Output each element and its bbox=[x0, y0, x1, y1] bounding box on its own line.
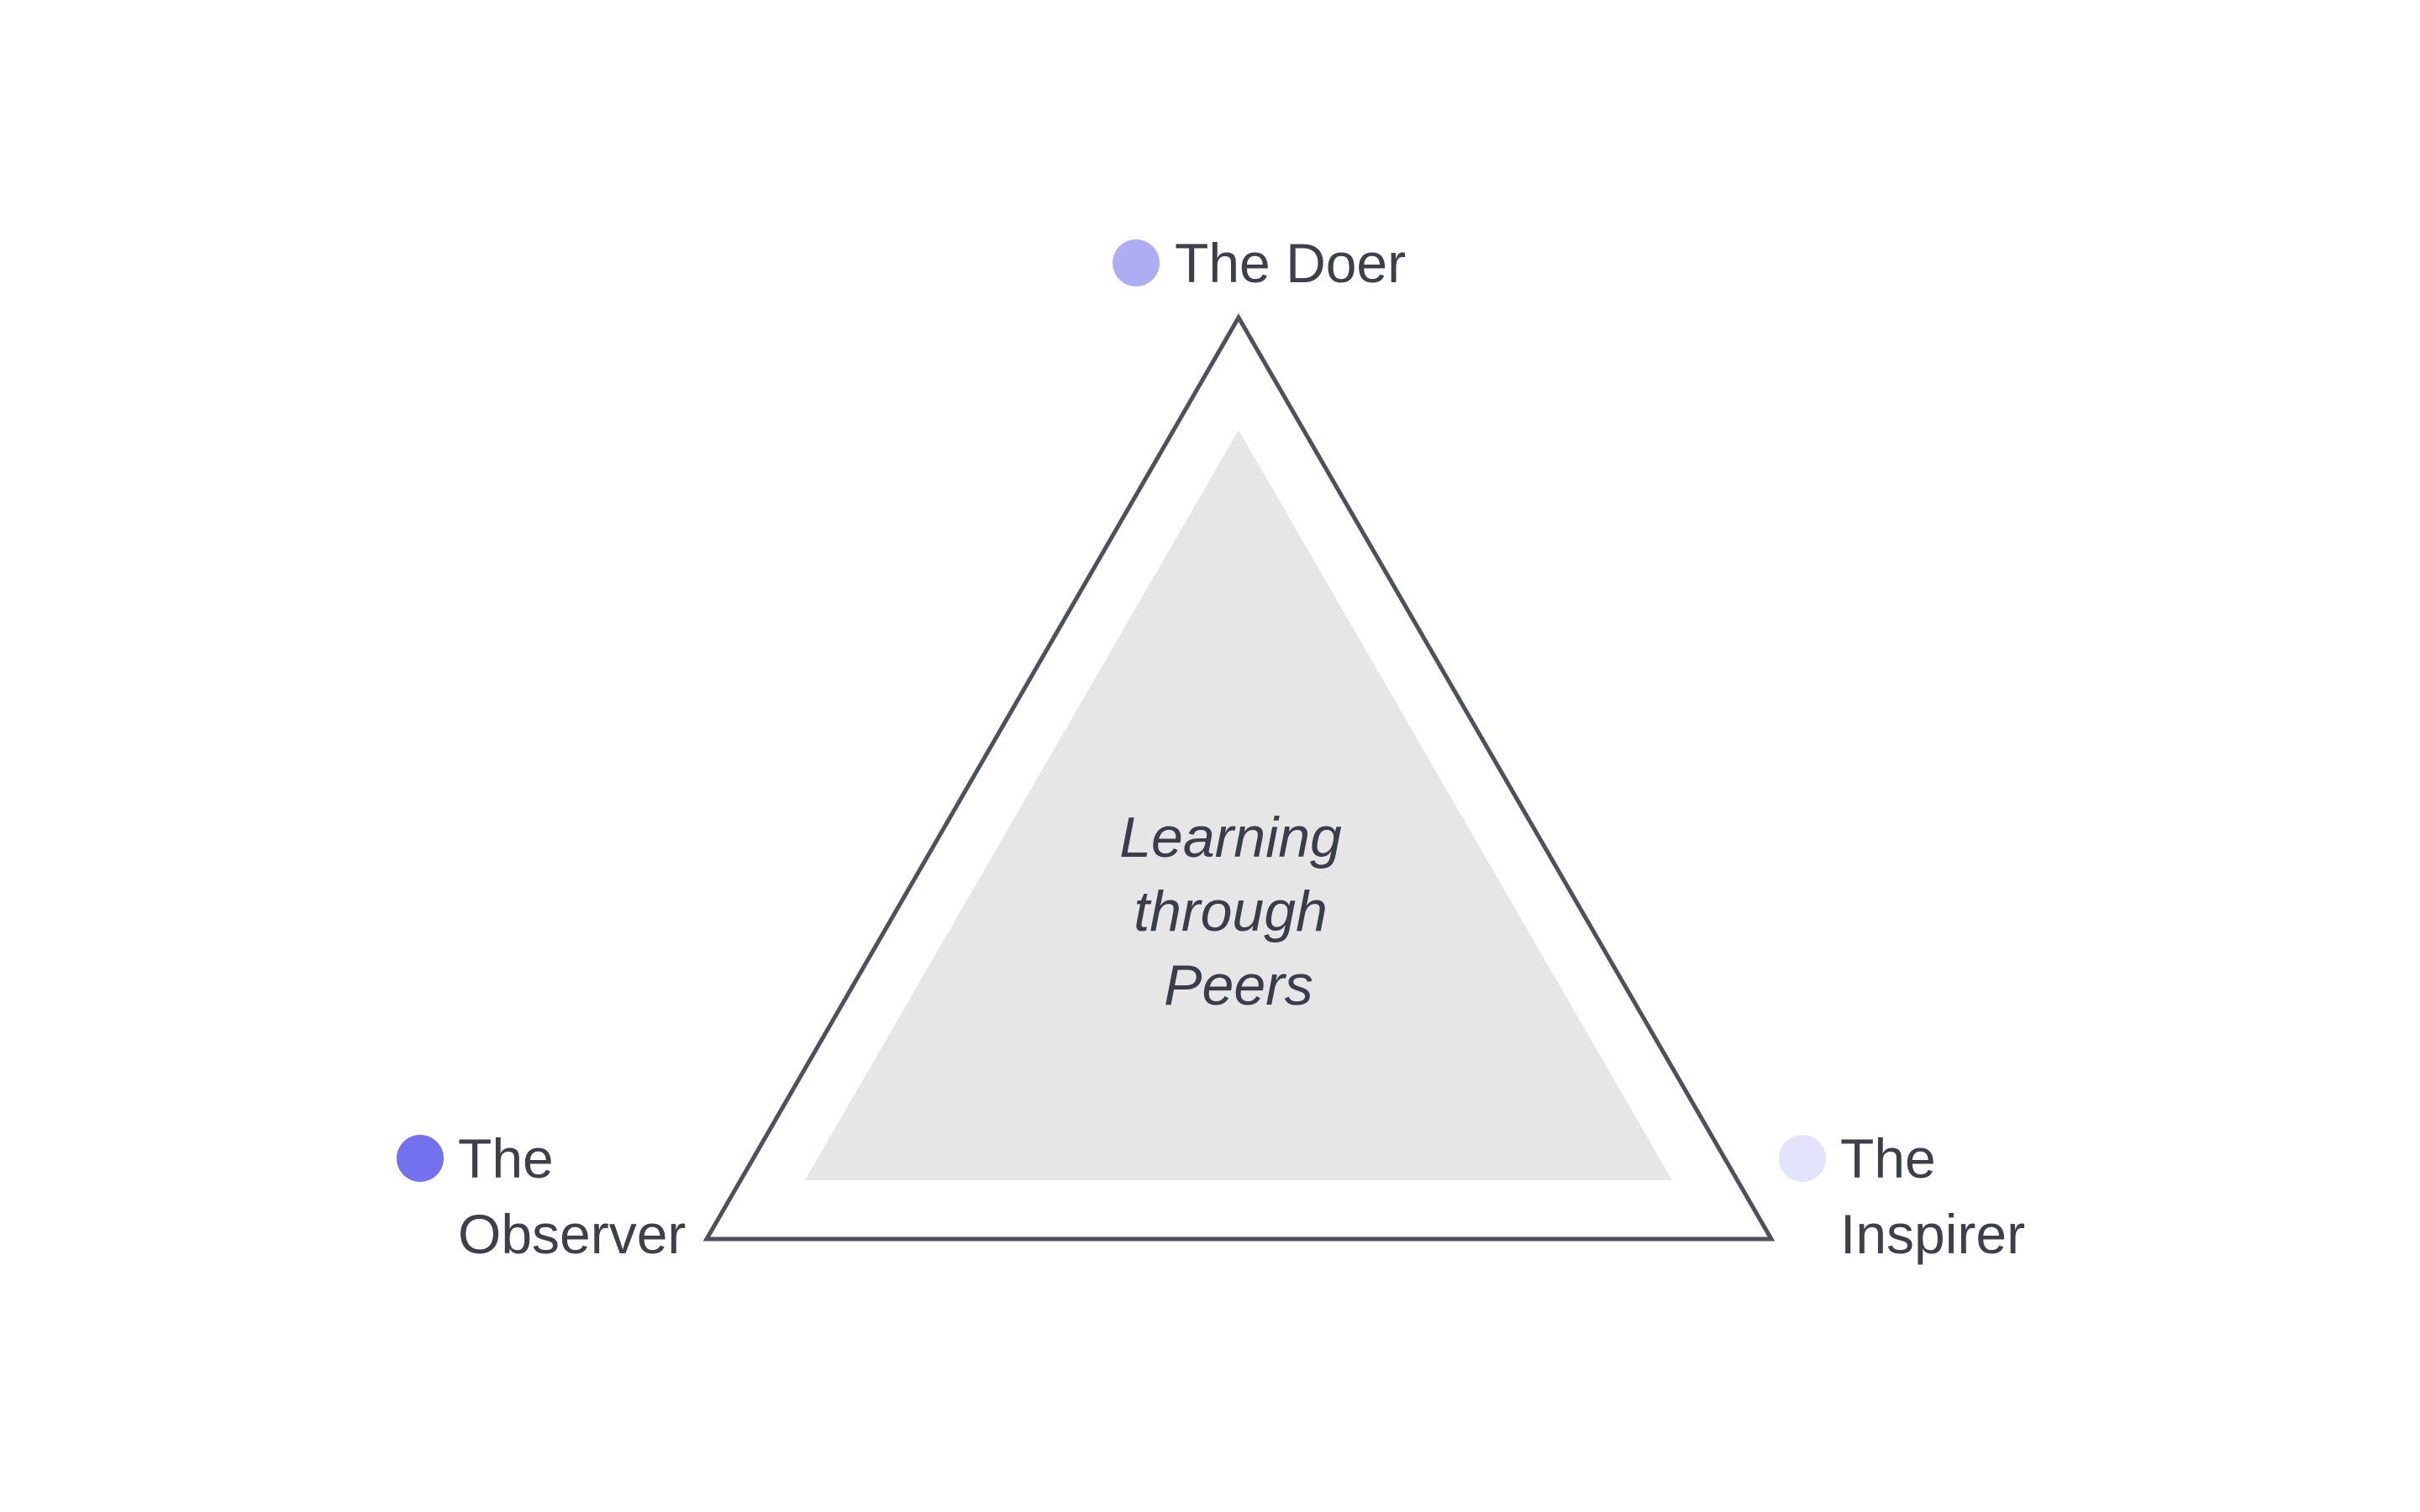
inspirer-label-line-2: Inspirer bbox=[1840, 1203, 2025, 1265]
inspirer-label: The Inspirer bbox=[1840, 1127, 2025, 1265]
doer-label: The Doer bbox=[1175, 232, 1406, 294]
observer-label: The Observer bbox=[458, 1127, 686, 1265]
observer-dot-icon bbox=[397, 1135, 444, 1182]
inner-triangle bbox=[805, 430, 1672, 1180]
observer-label-line-2: Observer bbox=[458, 1203, 686, 1265]
doer-dot-icon bbox=[1113, 239, 1160, 286]
inspirer-dot-icon bbox=[1779, 1135, 1826, 1182]
observer-label-line-1: The bbox=[458, 1127, 554, 1189]
role-doer: The Doer bbox=[1113, 232, 1406, 294]
center-label-line-2: through bbox=[1134, 879, 1328, 943]
outer-triangle bbox=[702, 313, 1776, 1242]
role-inspirer: The Inspirer bbox=[1779, 1127, 2025, 1265]
inspirer-label-line-1: The bbox=[1840, 1127, 1936, 1189]
role-observer: The Observer bbox=[397, 1127, 686, 1265]
center-label-line-3: Peers bbox=[1164, 953, 1313, 1017]
center-label: Learning through Peers bbox=[1119, 806, 1358, 1017]
center-label-line-1: Learning bbox=[1119, 806, 1342, 869]
